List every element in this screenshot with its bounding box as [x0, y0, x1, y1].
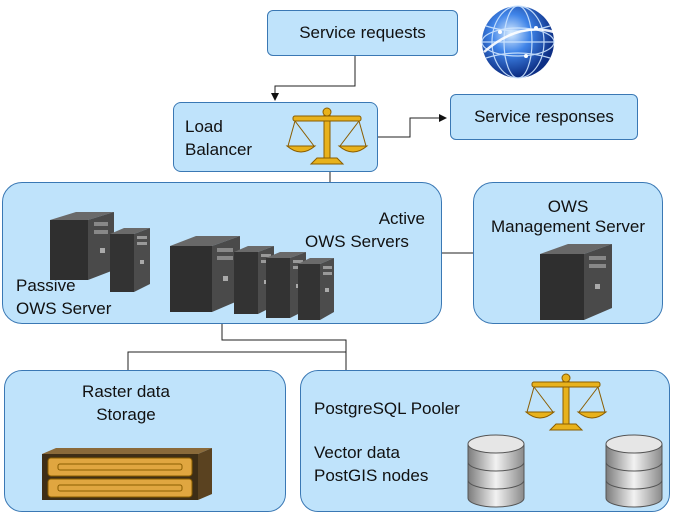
server-tower-icon: [50, 212, 114, 280]
database-cylinder-icon: [467, 434, 525, 508]
service-responses-label: Service responses: [474, 107, 614, 126]
passive-ows-label-line1: Passive: [16, 276, 76, 295]
server-tower-icon: [170, 236, 240, 312]
storage-array-icon: [42, 448, 212, 500]
server-tower-icon: [110, 228, 150, 292]
server-tower-icon: [298, 258, 334, 320]
load-balancer-label-line1: Load: [185, 117, 223, 136]
service-requests-box: [267, 10, 458, 56]
service-responses-box: [450, 94, 638, 140]
service-requests-label: Service requests: [299, 23, 426, 42]
globe-icon: [481, 5, 555, 79]
active-ows-label-line1: Active: [378, 209, 425, 228]
server-tower-icon: [540, 244, 612, 320]
postgresql-pooler-label: PostgreSQL Pooler: [314, 399, 460, 418]
raster-storage-label-line2: Storage: [96, 405, 156, 424]
active-ows-label-line2: OWS Servers: [305, 232, 409, 251]
passive-ows-label-line2: OWS Server: [16, 299, 112, 318]
ows-management-label-line2: Management Server: [490, 217, 646, 236]
scale-icon: [285, 107, 369, 165]
load-balancer-label-line2: Balancer: [185, 140, 253, 159]
vector-data-label-line2: PostGIS nodes: [314, 466, 429, 485]
ows-management-label-line1: OWS: [547, 197, 589, 216]
load-balancer-box: [173, 102, 378, 172]
scale-icon: [524, 373, 608, 431]
vector-data-label-line1: Vector data: [314, 443, 401, 462]
raster-storage-label-line1: Raster data: [82, 382, 170, 401]
database-cylinder-icon: [605, 434, 663, 508]
